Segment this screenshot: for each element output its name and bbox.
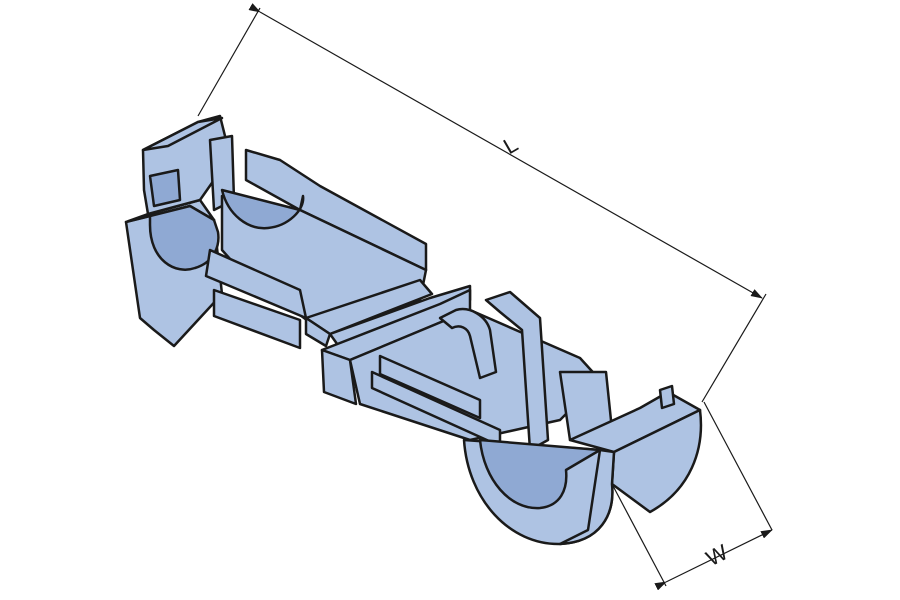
metal-blade-contact [438, 307, 498, 380]
length-extension-line-right [701, 293, 767, 403]
length-dimension-line [248, 3, 763, 299]
right-channel-front [320, 348, 358, 406]
left-channel-lower-wall [212, 288, 302, 350]
left-upper-tower-top [141, 116, 224, 152]
right-channel-rail [378, 354, 482, 420]
right-end-rib [658, 384, 676, 410]
width-dimension-line [654, 529, 773, 591]
tap-connector-body [124, 114, 703, 546]
left-wire-saddle [148, 204, 220, 271]
length-label: L [499, 131, 522, 159]
width-label: W [702, 539, 732, 571]
dimension-length [197, 3, 767, 403]
center-hinge-front [304, 316, 332, 348]
right-end-cup-inner [478, 438, 602, 510]
dimension-width [611, 401, 773, 591]
left-tower-notch [148, 168, 182, 208]
right-end-cap-side [610, 408, 703, 514]
length-extension-line-left [197, 7, 261, 117]
width-extension-line-top [703, 401, 773, 531]
